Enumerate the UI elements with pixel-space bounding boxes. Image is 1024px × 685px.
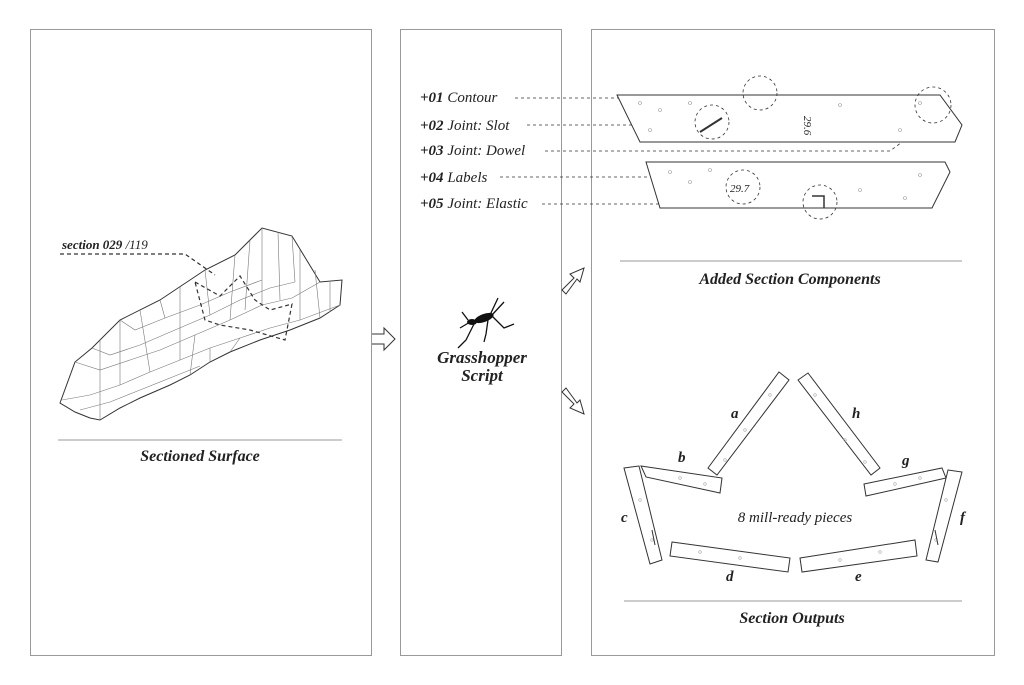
script-label-line1: Grasshopper bbox=[437, 348, 527, 367]
piece-label-b: b bbox=[678, 450, 686, 466]
step-5: +05 Joint: Elastic bbox=[420, 196, 528, 212]
piece-f bbox=[925, 469, 963, 563]
step-2: +02 Joint: Slot bbox=[420, 118, 510, 134]
piece-label-c: c bbox=[621, 510, 628, 526]
piece-d bbox=[669, 541, 791, 573]
grasshopper-script-panel bbox=[400, 29, 562, 656]
piece-a bbox=[707, 371, 790, 476]
piece-label-e: e bbox=[855, 569, 862, 585]
component-piece-bottom: 29.7 bbox=[645, 161, 951, 220]
components-caption: Added Section Components bbox=[698, 271, 880, 288]
piece-c bbox=[623, 465, 663, 565]
step-list: +01 Contour +02 Joint: Slot +03 Joint: D… bbox=[420, 90, 528, 212]
section-label: section 029 /119 bbox=[61, 237, 148, 252]
piece-label-g: g bbox=[901, 453, 910, 469]
piece-b bbox=[640, 465, 723, 494]
pieces-count-text: 8 mill-ready pieces bbox=[738, 510, 853, 526]
piece-label-h: h bbox=[852, 406, 860, 422]
piece-g bbox=[863, 467, 947, 497]
grasshopper-icon bbox=[457, 297, 515, 349]
script-label-line2: Script bbox=[461, 366, 504, 385]
sectioned-surface-panel bbox=[30, 29, 372, 656]
piece-label-f: f bbox=[960, 510, 967, 526]
component-label-bottom: 29.7 bbox=[730, 183, 750, 195]
component-label-top: 29.6 bbox=[801, 116, 813, 136]
arrow-icon bbox=[372, 326, 396, 352]
piece-label-a: a bbox=[731, 406, 739, 422]
piece-h bbox=[797, 372, 881, 476]
component-piece-top: 29.6 bbox=[616, 75, 963, 143]
step-1: +01 Contour bbox=[420, 90, 497, 106]
sectioned-surface-drawing bbox=[59, 227, 343, 421]
outputs-caption: Section Outputs bbox=[739, 610, 844, 627]
sectioned-surface-caption: Sectioned Surface bbox=[140, 448, 260, 465]
step-3: +03 Joint: Dowel bbox=[420, 143, 525, 159]
piece-label-d: d bbox=[726, 569, 734, 585]
section-output-pieces bbox=[623, 371, 963, 573]
arrow-icon bbox=[561, 267, 585, 295]
step-4: +04 Labels bbox=[420, 170, 487, 186]
piece-e bbox=[799, 539, 918, 573]
arrow-icon bbox=[561, 387, 585, 415]
